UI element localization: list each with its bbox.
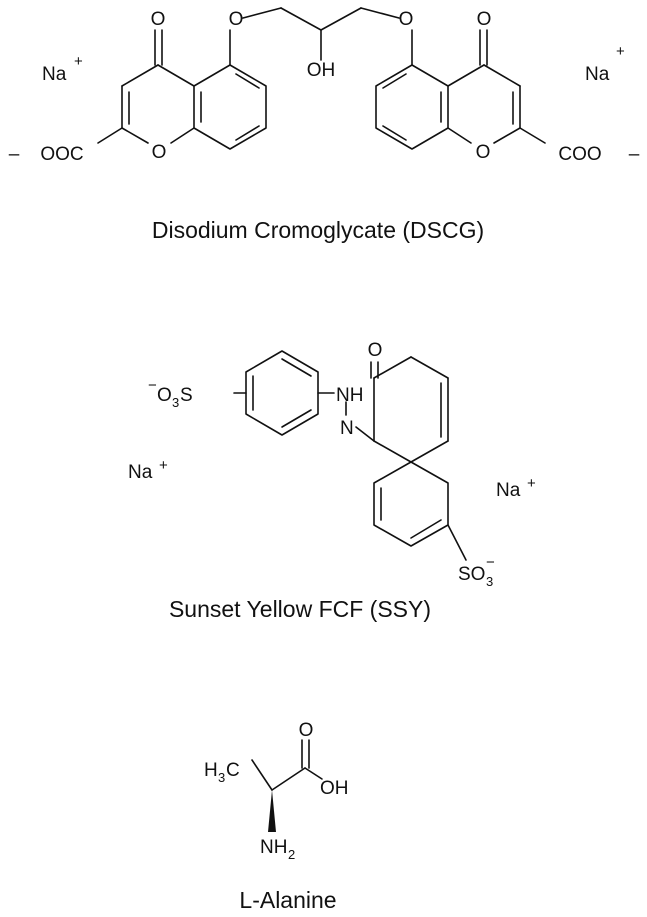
dscg-linker-bond <box>242 7 282 19</box>
ssy-sulfonate-bond <box>447 524 467 561</box>
ssy-left-s: S <box>180 385 193 406</box>
ssy-ring-bond <box>410 440 449 463</box>
alanine-bond <box>271 767 306 791</box>
alanine-caption: L-Alanine <box>239 887 336 913</box>
dscg-bond <box>519 127 546 144</box>
ssy-lower-ring <box>373 461 449 547</box>
dscg-bond <box>447 64 485 87</box>
dscg-bond <box>157 64 195 87</box>
ssy-right-sub3: 3 <box>486 574 493 589</box>
ssy-left-sub3: 3 <box>172 395 179 410</box>
ssy-n-label: N <box>340 418 354 439</box>
ssy-right-minus: − <box>486 554 495 571</box>
dscg-right-carbonyl-oxygen: O <box>477 9 492 30</box>
alanine-oxygen: O <box>299 720 314 741</box>
dscg-right-sodium-label: Na <box>585 64 610 85</box>
dscg-linker-bond <box>360 7 400 19</box>
dscg-linker-bond <box>280 7 322 31</box>
ssy-left-o: O <box>157 385 172 406</box>
alanine-h3c-c: C <box>226 760 240 781</box>
ssy-hydrazo-bond <box>355 426 375 442</box>
ssy-right-so: SO <box>458 564 485 585</box>
ssy-carbonyl-oxygen: O <box>368 340 383 361</box>
dscg-double-bond <box>382 73 407 89</box>
dscg-left-ring-oxygen: O <box>152 142 167 163</box>
dscg-bond <box>97 127 123 144</box>
ssy-double-bond <box>281 358 312 377</box>
dscg-bond <box>493 127 521 144</box>
ssy-ring-bond <box>373 356 412 379</box>
dscg-right-negative-charge: – <box>629 144 640 165</box>
dscg-right-ring-oxygen: O <box>476 142 491 163</box>
alanine-h3c-h: H <box>204 760 218 781</box>
dscg-hydroxyl-label: OH <box>307 60 336 81</box>
alanine-wedge-bond <box>268 790 276 832</box>
alanine-methyl-bond <box>251 759 273 791</box>
dscg-bond <box>447 127 472 144</box>
ssy-left-sodium: Na <box>128 462 153 483</box>
dscg-right-ether-oxygen: O <box>399 9 414 30</box>
dscg-left-carboxylate-label: OOC <box>40 144 83 165</box>
dscg-bond <box>121 127 149 144</box>
dscg-left-carbonyl-oxygen: O <box>151 9 166 30</box>
dscg-double-bond <box>235 125 260 141</box>
dscg-left-ether-oxygen: O <box>229 9 244 30</box>
dscg-caption: Disodium Cromoglycate (DSCG) <box>152 217 484 243</box>
ssy-right-sodium-charge: + <box>527 475 536 492</box>
ssy-left-minus: − <box>148 377 157 394</box>
dscg-bond <box>121 64 159 87</box>
alanine-nh: NH <box>260 837 287 858</box>
dscg-bond <box>483 64 521 87</box>
dscg-linker-bond <box>320 7 362 31</box>
ssy-ring-bond <box>373 440 412 463</box>
alanine-nh-sub: 2 <box>288 847 295 862</box>
dscg-double-bond <box>382 125 407 141</box>
ssy-caption: Sunset Yellow FCF (SSY) <box>169 596 431 622</box>
dscg-right-carboxylate-label: COO <box>558 144 601 165</box>
dscg-left-negative-charge: – <box>9 144 20 165</box>
dscg-left-sodium-label: Na <box>42 64 67 85</box>
ssy-double-bond <box>281 409 312 428</box>
ssy-ring-bond <box>410 356 449 379</box>
dscg-right-sodium-charge: + <box>616 43 625 60</box>
ssy-nh-label: NH <box>336 385 363 406</box>
alanine-h3c-sub: 3 <box>218 770 225 785</box>
dscg-structure: O O OH O O O O OOC COO – – Na + Na + Dis… <box>9 7 640 243</box>
dscg-left-benzene-ring <box>193 64 267 150</box>
alanine-hydroxyl: OH <box>320 778 349 799</box>
ssy-double-bond <box>410 519 442 539</box>
dscg-double-bond <box>235 73 260 89</box>
dscg-bond <box>170 127 195 144</box>
dscg-right-benzene-ring <box>375 64 449 150</box>
ssy-right-sodium: Na <box>496 480 521 501</box>
dscg-left-sodium-charge: + <box>74 53 83 70</box>
alanine-hydroxyl-bond <box>304 767 323 780</box>
ssy-phenyl-ring <box>245 350 319 436</box>
alanine-structure: H 3 C O OH NH 2 L-Alanine <box>204 720 349 913</box>
ssy-structure: − O 3 S NH N O Na + Na + SO 3 − Sunset Y… <box>128 340 536 622</box>
ssy-left-sodium-charge: + <box>159 457 168 474</box>
